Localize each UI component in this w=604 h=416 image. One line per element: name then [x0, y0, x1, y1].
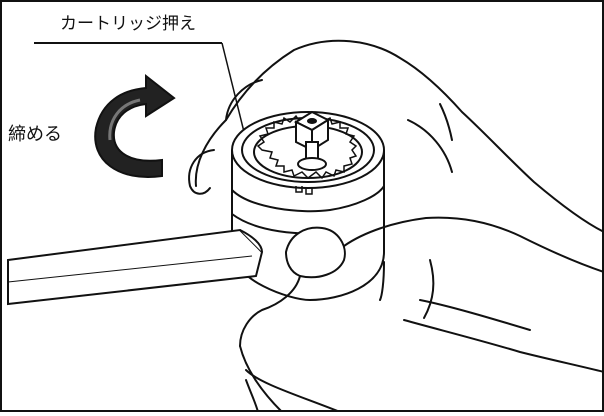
wrench-handle [7, 228, 264, 306]
bottom-clips [295, 186, 313, 195]
cartridge-retainer-label: カートリッジ押え [60, 14, 196, 34]
tighten-label: 締める [8, 124, 62, 145]
gear-ring [256, 114, 358, 180]
callout-leader-line [221, 42, 247, 141]
lower-hand [239, 216, 604, 413]
rotation-arrow-icon [94, 73, 176, 178]
center-shaft [293, 110, 331, 171]
upper-hand [188, 39, 604, 233]
